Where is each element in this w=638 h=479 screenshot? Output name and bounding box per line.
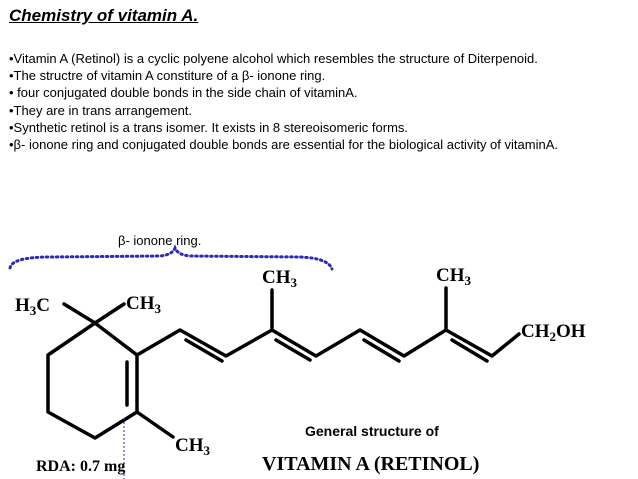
chain-double-bond-2 xyxy=(274,338,312,362)
ionone-ring-label: β- ionone ring. xyxy=(118,233,201,248)
label-ch3-chain-2: CH3 xyxy=(436,265,472,288)
bullet-item: •They are in trans arrangement. xyxy=(9,102,193,118)
label-ch3-ring-top: CH3 xyxy=(126,293,162,316)
bond-to-ch3-bottom xyxy=(135,410,175,439)
label-ch2oh: CH2OH xyxy=(521,321,586,344)
slide-title: Chemistry of vitamin A. xyxy=(9,6,199,25)
bullet-item: • four conjugated double bonds in the si… xyxy=(9,85,358,101)
bullet-list: •Vitamin A (Retinol) is a cyclic polyene… xyxy=(9,50,609,153)
bullet-item: •β- ionone ring and conjugated double bo… xyxy=(9,137,558,153)
chain-double-bond-4 xyxy=(450,338,489,363)
label-ch3-chain-1: CH3 xyxy=(262,267,298,290)
chain-double-bond-3 xyxy=(362,338,401,363)
label-ch3-ring-bottom: CH3 xyxy=(175,435,211,458)
bullet-item: •Vitamin A (Retinol) is a cyclic polyene… xyxy=(9,51,538,66)
bond-to-h3c xyxy=(62,302,97,325)
ring-bonds xyxy=(46,321,139,440)
caption-vitamin-name: VITAMIN A (RETINOL) xyxy=(262,453,479,475)
caption-general: General structure of xyxy=(305,423,439,439)
bond-to-ch3-top xyxy=(93,302,126,325)
bullet-item: •Synthetic retinol is a trans isomer. It… xyxy=(9,119,409,135)
side-chain-bonds xyxy=(135,328,521,358)
rda-label: RDA: 0.7 mg xyxy=(36,458,125,475)
label-h3c: H3C xyxy=(15,295,50,318)
bullet-item: •The structre of vitamin A constiture of… xyxy=(9,68,326,84)
chain-double-bond-1 xyxy=(184,338,224,363)
bond-skeleton xyxy=(46,286,521,440)
ionone-ring-brace xyxy=(8,244,334,271)
